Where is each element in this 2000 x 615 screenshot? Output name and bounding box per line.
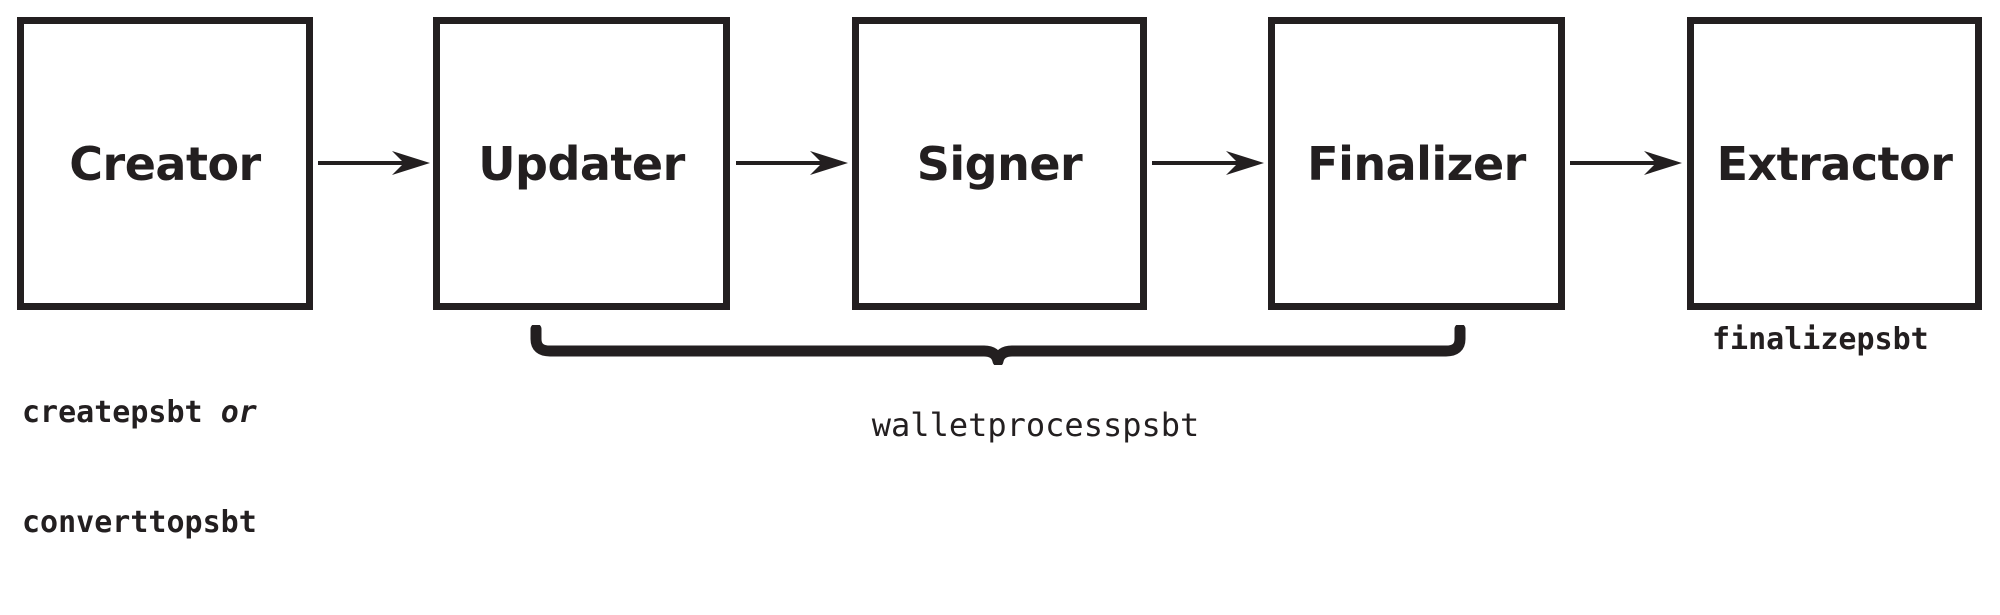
- stage-label-updater: Updater: [478, 136, 685, 191]
- creator-command-text: createpsbt: [22, 395, 221, 431]
- stage-box-creator: Creator: [17, 17, 313, 310]
- brace-command-text: walletprocesspsbt: [871, 406, 1200, 444]
- creator-command-line-2: converttopsbt: [22, 504, 257, 540]
- arrow-signer-to-finalizer: [1152, 151, 1264, 175]
- stage-box-updater: Updater: [433, 17, 730, 310]
- stage-label-extractor: Extractor: [1716, 136, 1953, 191]
- arrow-updater-to-signer: [736, 151, 848, 175]
- arrow-finalizer-to-extractor: [1570, 151, 1682, 175]
- extractor-command-annotation: finalizepsbt: [1712, 322, 1929, 357]
- creator-command-line-1: createpsbt or: [22, 395, 257, 432]
- brace-command-annotation: walletprocesspsbt: [0, 368, 2000, 482]
- stage-box-finalizer: Finalizer: [1268, 17, 1565, 310]
- stage-box-extractor: Extractor: [1687, 17, 1982, 310]
- brace-icon: [530, 323, 1466, 367]
- arrow-creator-to-updater: [318, 151, 430, 175]
- diagram-canvas: Creator Updater Signer Finalizer Extract…: [17, 17, 1982, 540]
- stage-box-signer: Signer: [852, 17, 1147, 310]
- grouping-brace: [528, 323, 1468, 367]
- stage-label-creator: Creator: [69, 136, 261, 191]
- creator-command-or: or: [220, 395, 257, 431]
- stage-label-finalizer: Finalizer: [1307, 136, 1526, 191]
- stage-label-signer: Signer: [916, 136, 1083, 191]
